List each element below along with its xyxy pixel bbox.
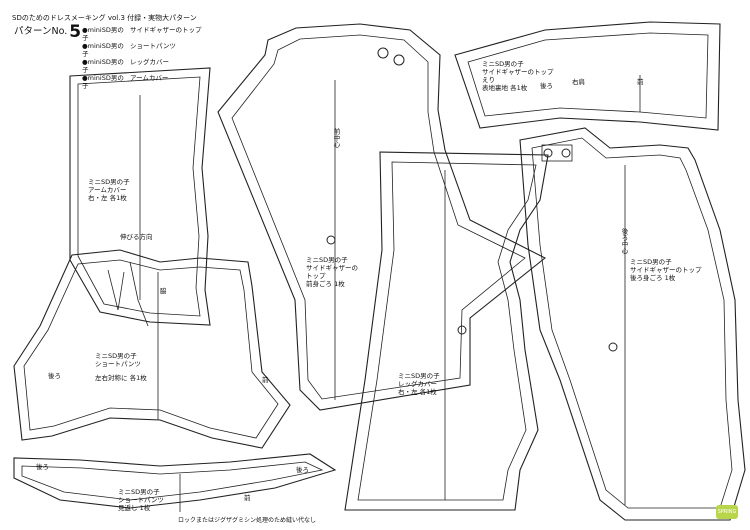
contents-item: レッグカバー xyxy=(130,58,169,66)
back-top-line3: 後ろ身ごろ 1枚 xyxy=(630,274,676,282)
collar-line4: 表地裏地 各1枚 xyxy=(482,84,528,92)
back-center-label: 後ろ中心 xyxy=(620,228,628,254)
collar-line2: サイドギャザーのトップ xyxy=(482,68,554,76)
contents-row: ●miniSD男の子サイドギャザーのトップ xyxy=(82,26,202,42)
back-top-line2: サイドギャザーのトップ xyxy=(630,266,702,274)
front-top-line3: トップ xyxy=(306,272,326,280)
arm-cover-line3: 右・左 各1枚 xyxy=(88,194,127,202)
leg-cover-line2: レッグカバー xyxy=(398,380,437,388)
contents-item: ショートパンツ xyxy=(130,42,176,50)
arm-cover-label: ミニSD男の子 アームカバー 右・左 各1枚 xyxy=(88,178,130,202)
shorts-label: ミニSD男の子 ショートパンツ 左右対称に 各1枚 xyxy=(95,352,147,382)
publisher-logo: SPRING xyxy=(716,505,738,519)
waistband-front-label: 前 xyxy=(244,494,251,502)
pattern-number: 5 xyxy=(69,22,82,42)
shorts-front-label: 前 xyxy=(262,376,269,384)
leg-cover-line3: 右・左 各1枚 xyxy=(398,388,437,396)
contents-size: ●miniSD男の子 xyxy=(82,42,124,58)
shorts-piece xyxy=(13,249,291,449)
waistband-line2: ショートパンツ xyxy=(118,496,164,504)
collar-line1: ミニSD男の子 xyxy=(482,60,524,68)
leg-cover-line1: ミニSD男の子 xyxy=(398,372,440,380)
collar-label: ミニSD男の子 サイドギャザーのトップ えり 表地裏地 各1枚 xyxy=(482,60,554,92)
shorts-line2: ショートパンツ xyxy=(95,360,141,368)
arm-cover-line1: ミニSD男の子 xyxy=(88,178,130,186)
collar-front-label: 前 xyxy=(637,78,644,86)
back-top-line1: ミニSD男の子 xyxy=(630,258,672,266)
waistband-line1: ミニSD男の子 xyxy=(118,488,160,496)
front-top-line2: サイドギャザーの xyxy=(306,264,358,272)
contents-row: ●miniSD男の子ショートパンツ xyxy=(82,42,202,58)
front-top-label: ミニSD男の子 サイドギャザーの トップ 前身ごろ 1枚 xyxy=(306,256,358,288)
collar-piece xyxy=(454,21,721,131)
stretch-direction-label: 伸びる方向 xyxy=(120,233,153,241)
waistband-note: ロックまたはジグザグミシン処理のため縫い代なし xyxy=(178,517,317,524)
contents-item: サイドギャザーのトップ xyxy=(130,26,202,34)
contents-list: ●miniSD男の子サイドギャザーのトップ ●miniSD男の子ショートパンツ … xyxy=(82,26,202,90)
contents-row: ●miniSD男の子レッグカバー xyxy=(82,58,202,74)
shorts-side-label: 脇 xyxy=(160,287,167,295)
pattern-label: パターンNo. xyxy=(14,26,68,37)
collar-line3: えり xyxy=(482,76,495,84)
collar-back-label: 後ろ xyxy=(540,82,553,90)
contents-size: ●miniSD男の子 xyxy=(82,74,124,90)
contents-size: ●miniSD男の子 xyxy=(82,26,124,42)
arm-cover-line2: アームカバー xyxy=(88,186,127,194)
pattern-number-heading: パターンNo.5 xyxy=(14,22,81,42)
waistband-piece xyxy=(13,453,337,512)
back-top-label: ミニSD男の子 サイドギャザーのトップ 後ろ身ごろ 1枚 xyxy=(630,258,702,282)
waistband-back-right-label: 後ろ xyxy=(296,466,309,474)
waistband-line3: 見返し 1枚 xyxy=(118,504,151,512)
contents-size: ●miniSD男の子 xyxy=(82,58,124,74)
back-top-piece xyxy=(519,127,746,521)
front-center-label: 前中心 xyxy=(332,128,340,148)
series-title: SDのためのドレスメーキング vol.3 付録・実物大パターン xyxy=(12,14,197,22)
leg-cover-piece xyxy=(344,151,549,511)
contents-item: アームカバー xyxy=(130,74,169,82)
shorts-back-label: 後ろ xyxy=(48,372,61,380)
contents-row: ●miniSD男の子アームカバー xyxy=(82,74,202,90)
shorts-line3: 左右対称に 各1枚 xyxy=(95,374,147,382)
front-top-line1: ミニSD男の子 xyxy=(306,256,348,264)
waistband-label: ミニSD男の子 ショートパンツ 見返し 1枚 xyxy=(118,488,164,512)
leg-cover-label: ミニSD男の子 レッグカバー 右・左 各1枚 xyxy=(398,372,440,396)
front-top-line4: 前身ごろ 1枚 xyxy=(306,280,345,288)
collar-shoulder-label: 右肩 xyxy=(572,78,585,86)
shorts-line1: ミニSD男の子 xyxy=(95,352,137,360)
waistband-back-left-label: 後ろ xyxy=(36,463,49,471)
arm-cover-piece xyxy=(69,67,211,326)
front-top-piece xyxy=(217,23,547,411)
